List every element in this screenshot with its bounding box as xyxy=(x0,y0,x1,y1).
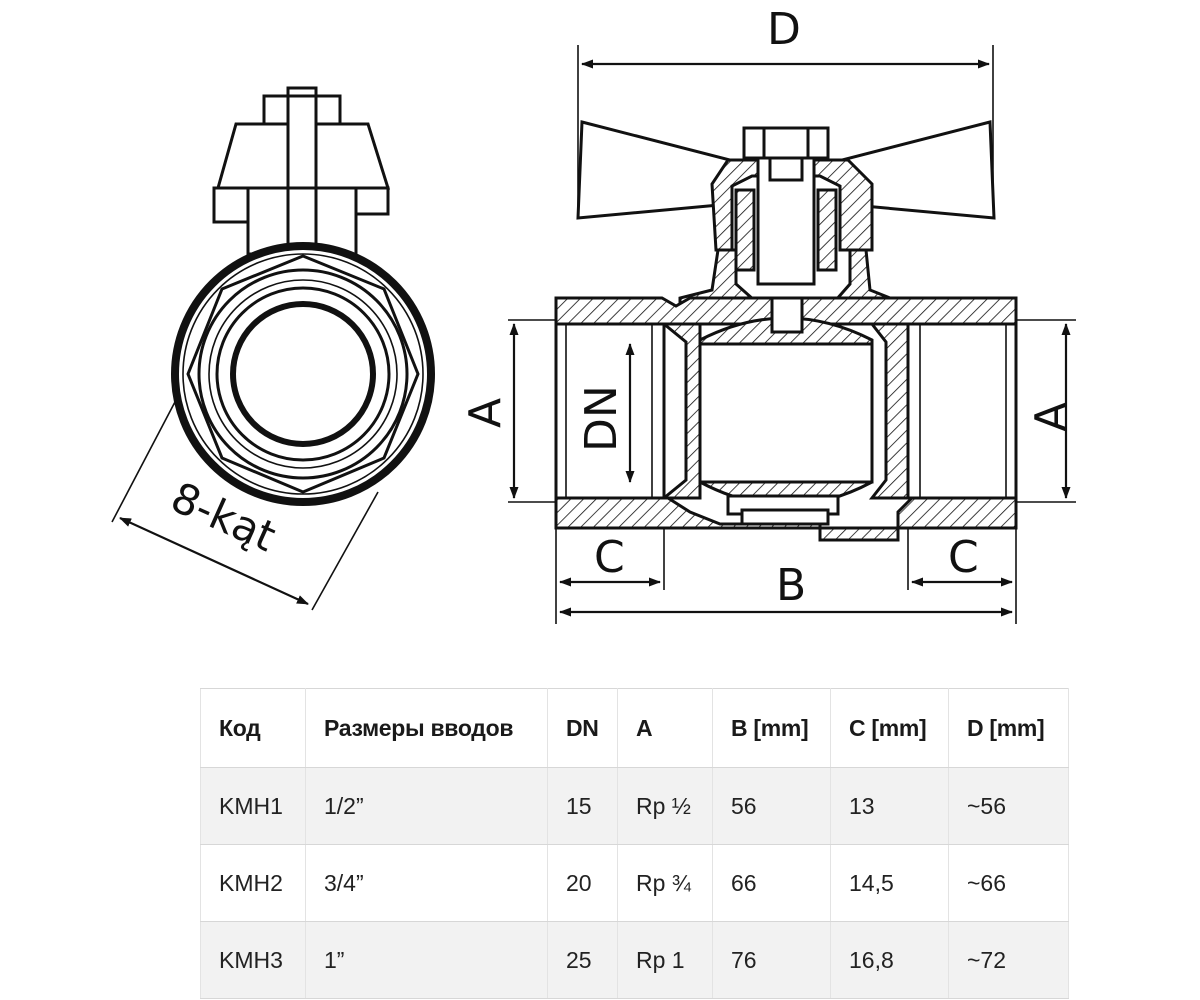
dimension-C-right: C xyxy=(907,528,1017,624)
table-row: KMH2 3/4” 20 Rp ¾ 66 14,5 ~66 xyxy=(200,844,1069,922)
dimensions-table: Код Размеры вводов DN A B [mm] C [mm] D … xyxy=(200,688,1069,999)
header-code: Код xyxy=(200,688,306,768)
label-B: B xyxy=(776,560,806,611)
label-DN: DN xyxy=(576,385,627,452)
end-view-handle xyxy=(212,86,391,256)
label-D: D xyxy=(767,4,801,55)
ball-valve-technical-drawing: 8-kąt D xyxy=(111,4,1077,624)
cell-sizes: 1/2” xyxy=(305,767,548,845)
dimension-C-left: C xyxy=(555,528,665,624)
label-C-left: C xyxy=(594,532,625,583)
dimension-D: D xyxy=(577,4,994,215)
cell-d: ~72 xyxy=(948,921,1069,999)
cell-d: ~66 xyxy=(948,844,1069,922)
cell-c: 14,5 xyxy=(830,844,949,922)
dimension-B: B xyxy=(559,560,1013,617)
cell-a: Rp 1 xyxy=(617,921,713,999)
cell-a: Rp ¾ xyxy=(617,844,713,922)
label-C-right: C xyxy=(948,532,979,583)
cell-sizes: 3/4” xyxy=(305,844,548,922)
label-A-right: A xyxy=(1026,402,1077,432)
header-d: D [mm] xyxy=(948,688,1069,768)
header-b: B [mm] xyxy=(712,688,831,768)
cell-b: 76 xyxy=(712,921,831,999)
table-header-row: Код Размеры вводов DN A B [mm] C [mm] D … xyxy=(200,688,1069,768)
table-row: KMH1 1/2” 15 Rp ½ 56 13 ~56 xyxy=(200,767,1069,845)
end-view: 8-kąt xyxy=(111,86,435,611)
cell-code: KMH2 xyxy=(200,844,306,922)
dimension-A-right: A xyxy=(1016,319,1077,503)
cell-code: KMH1 xyxy=(200,767,306,845)
label-A-left: A xyxy=(460,398,511,428)
dimension-DN: DN xyxy=(576,343,635,483)
cell-sizes: 1” xyxy=(305,921,548,999)
end-view-body xyxy=(171,242,435,506)
cell-d: ~56 xyxy=(948,767,1069,845)
cell-code: KMH3 xyxy=(200,921,306,999)
hexagon-outline xyxy=(186,254,420,494)
table-row: KMH3 1” 25 Rp 1 76 16,8 ~72 xyxy=(200,921,1069,999)
header-c: C [mm] xyxy=(830,688,949,768)
butterfly-handle xyxy=(576,120,996,286)
cell-c: 16,8 xyxy=(830,921,949,999)
cell-a: Rp ½ xyxy=(617,767,713,845)
dimension-A-left: A xyxy=(460,319,556,503)
header-dn: DN xyxy=(547,688,618,768)
valve-body xyxy=(554,248,1018,542)
section-view: D xyxy=(460,4,1077,624)
cell-b: 56 xyxy=(712,767,831,845)
cell-b: 66 xyxy=(712,844,831,922)
cell-dn: 25 xyxy=(547,921,618,999)
cell-dn: 20 xyxy=(547,844,618,922)
header-a: A xyxy=(617,688,713,768)
cell-dn: 15 xyxy=(547,767,618,845)
header-sizes: Размеры вводов xyxy=(305,688,548,768)
cell-c: 13 xyxy=(830,767,949,845)
